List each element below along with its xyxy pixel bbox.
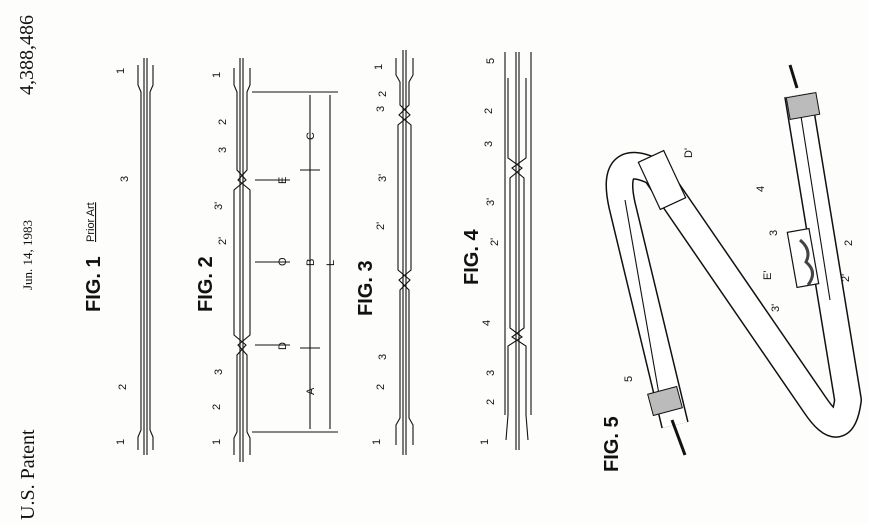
- ref-5: 5: [485, 58, 497, 64]
- ref-1: 1: [211, 72, 223, 78]
- patent-date: Jun. 14, 1983: [20, 220, 35, 290]
- ref-1: 1: [373, 64, 385, 70]
- ref-3-prime: 3': [377, 174, 389, 182]
- fig3-cable: [395, 50, 414, 455]
- ref-3: 3: [377, 354, 389, 360]
- figure-1: FIG. 1 Prior Art 1 1 2 3: [83, 58, 154, 455]
- ref-e-prime: E': [762, 271, 774, 280]
- fig5-sleeve-e: [786, 227, 820, 289]
- ref-3: 3: [485, 370, 497, 376]
- ref-3: 3: [119, 176, 131, 182]
- ref-4: 4: [755, 186, 767, 192]
- fig4-cable: [504, 52, 532, 450]
- ref-2: 2: [117, 384, 129, 390]
- dim-d: D: [277, 342, 289, 350]
- ref-3-prime: 3': [485, 198, 497, 206]
- ref-2-prime: 2': [375, 222, 387, 230]
- fig5-coax-end-left: [647, 385, 683, 417]
- dim-o: O: [277, 257, 289, 266]
- ref-2-prime: 2': [489, 238, 501, 246]
- ref-3: 3: [768, 230, 780, 236]
- dim-a: A: [305, 387, 317, 395]
- ref-3: 3: [217, 147, 229, 153]
- ref-1: 1: [371, 439, 383, 445]
- ref-4: 4: [481, 320, 493, 326]
- fig4-label: FIG. 4: [461, 229, 483, 285]
- fig3-label: FIG. 3: [355, 260, 377, 316]
- dim-b: B: [305, 259, 317, 266]
- ref-3-prime: 3': [213, 202, 225, 210]
- fig5-looped-cable: [605, 64, 862, 456]
- ref-2: 2: [485, 399, 497, 405]
- fig1-label: FIG. 1: [83, 256, 105, 312]
- ref-d-prime: D': [683, 148, 695, 158]
- fig5-sleeve-d: [637, 149, 687, 211]
- dim-e: E: [277, 177, 289, 184]
- ref-1: 1: [115, 439, 127, 445]
- dim-l: L: [325, 260, 337, 266]
- patent-office: U.S. Patent: [17, 429, 39, 520]
- patent-number: 4,388,486: [16, 15, 38, 95]
- fig1-prior-art: Prior Art: [85, 202, 97, 242]
- figure-2: FIG. 2 1 1 2 2 3 3 2' 3' A B C D E O L: [195, 58, 338, 462]
- figure-4: FIG. 4 1 2 3 4 2' 3' 3 2 5: [461, 52, 532, 450]
- figure-3: FIG. 3 1 1 2 2 3 3 2' 3': [355, 50, 414, 455]
- fig2-label: FIG. 2: [195, 256, 217, 312]
- fig2-cable: [233, 58, 338, 462]
- ref-3-prime: 3': [770, 304, 782, 312]
- dim-c: C: [305, 132, 317, 140]
- figure-5: FIG. 5 5 D' 4 3 2 E' 2' 3': [601, 64, 862, 472]
- ref-3: 3: [213, 369, 225, 375]
- fig1-cable: [137, 58, 154, 455]
- ref-1: 1: [211, 439, 223, 445]
- ref-2: 2: [377, 91, 389, 97]
- fig5-coax-end-right: [785, 91, 821, 121]
- ref-2-prime: 2': [840, 274, 852, 282]
- ref-1: 1: [115, 68, 127, 74]
- ref-2: 2: [211, 404, 223, 410]
- ref-2: 2: [375, 384, 387, 390]
- ref-2: 2: [483, 108, 495, 114]
- ref-2: 2: [217, 119, 229, 125]
- ref-3: 3: [483, 141, 495, 147]
- ref-2: 2: [843, 240, 855, 246]
- ref-2-prime: 2': [217, 237, 229, 245]
- fig5-label: FIG. 5: [601, 416, 623, 472]
- ref-5: 5: [623, 376, 635, 382]
- ref-3: 3: [375, 106, 387, 112]
- ref-1: 1: [479, 439, 491, 445]
